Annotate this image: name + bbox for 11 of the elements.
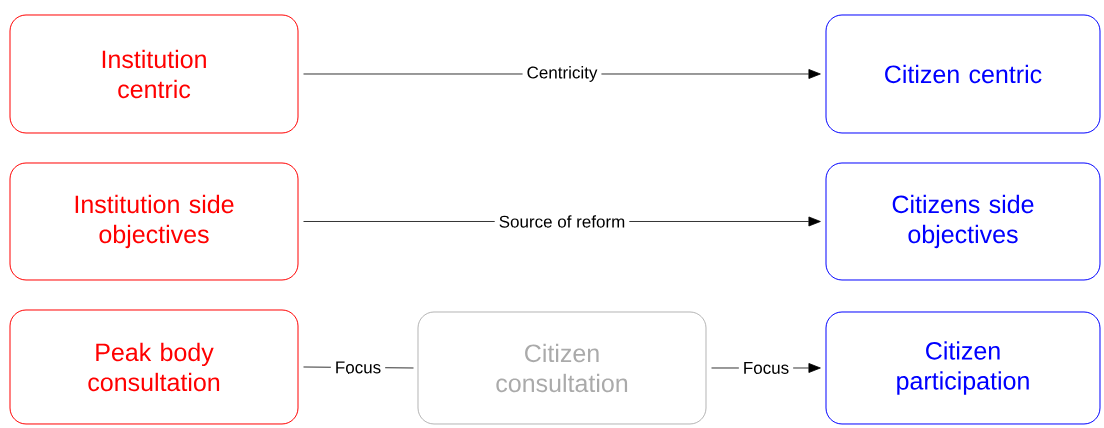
edge-label: Centricity [522, 62, 602, 86]
rounded-box: Citizen centric [825, 14, 1101, 134]
rounded-box: Peak body consultation [9, 309, 299, 425]
rounded-box: Citizens side objectives [825, 162, 1101, 281]
rounded-box: Citizen participation [825, 311, 1101, 425]
edge-label: Focus [330, 357, 386, 378]
edge-label: Focus [738, 358, 794, 378]
edge-label: Source of reform [494, 211, 630, 232]
rounded-box: Institution centric [9, 14, 299, 134]
rounded-box: Citizen consultation [417, 311, 707, 425]
rounded-box: Institution side objectives [9, 162, 299, 281]
